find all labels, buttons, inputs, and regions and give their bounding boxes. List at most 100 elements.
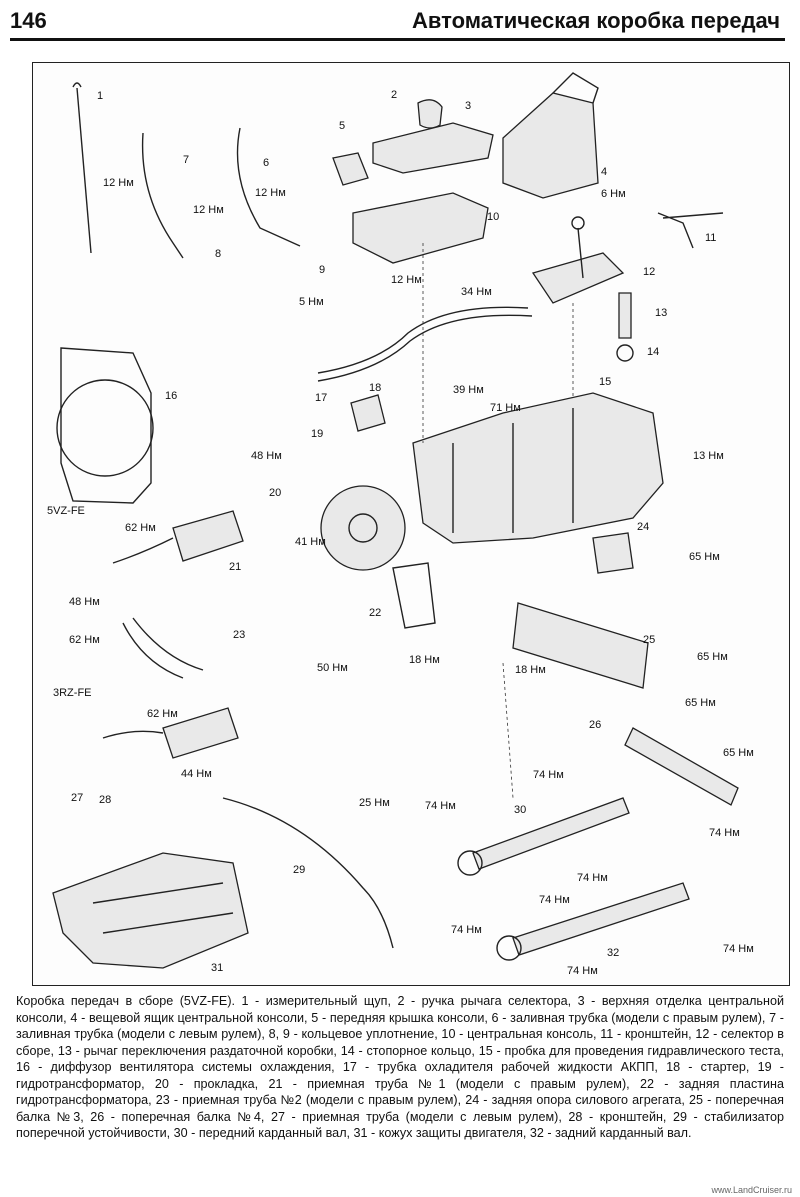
- cooler-tubes-part: [317, 306, 533, 382]
- torque-label: 39 Нм: [453, 384, 484, 396]
- console-box-part: [502, 72, 599, 199]
- callout-1: 1: [97, 90, 103, 102]
- callout-24: 24: [637, 521, 649, 533]
- watermark: www.LandCruiser.ru: [711, 1185, 792, 1195]
- torque-label: 50 Нм: [317, 662, 348, 674]
- torque-label: 74 Нм: [533, 769, 564, 781]
- torque-label: 44 Нм: [181, 768, 212, 780]
- callout-8: 8: [215, 248, 221, 260]
- console-trim-part: [372, 122, 494, 174]
- torque-label: 48 Нм: [251, 450, 282, 462]
- callout-9: 9: [319, 264, 325, 276]
- torque-label: 25 Нм: [359, 797, 390, 809]
- page-header: 146 Автоматическая коробка передач: [10, 8, 790, 38]
- callout-31: 31: [211, 962, 223, 974]
- torque-label: 12 Нм: [255, 187, 286, 199]
- back-plate-part: [392, 562, 436, 629]
- torque-label: 74 Нм: [567, 965, 598, 977]
- diagram-svg: 1 2 3 4 5 6 7 8 9 10 11 12 13 14 15 16 1…: [47, 72, 754, 977]
- callout-19: 19: [311, 428, 323, 440]
- callout-26: 26: [589, 719, 601, 731]
- torque-label: 6 Нм: [601, 188, 626, 200]
- skid-plate-part: [52, 852, 249, 969]
- callout-25: 25: [643, 634, 655, 646]
- callout-15: 15: [599, 376, 611, 388]
- torque-label: 12 Нм: [103, 177, 134, 189]
- dipstick-part: [72, 82, 92, 254]
- torque-converter-part: [320, 485, 406, 571]
- torque-label: 65 Нм: [723, 747, 754, 759]
- torque-label: 18 Нм: [515, 664, 546, 676]
- variant-labels: 5VZ-FE 3RZ-FE: [47, 505, 92, 699]
- torque-label: 65 Нм: [697, 651, 728, 663]
- callout-17: 17: [315, 392, 327, 404]
- starter-part: [350, 394, 386, 432]
- callout-29: 29: [293, 864, 305, 876]
- callout-18: 18: [369, 382, 381, 394]
- callout-6: 6: [263, 157, 269, 169]
- propeller-shafts-part: [457, 797, 690, 961]
- torque-label: 62 Нм: [147, 708, 178, 720]
- callout-32: 32: [607, 947, 619, 959]
- torque-label: 74 Нм: [577, 872, 608, 884]
- callout-3: 3: [465, 100, 471, 112]
- callout-7: 7: [183, 154, 189, 166]
- callout-27: 27: [71, 792, 83, 804]
- callout-23: 23: [233, 629, 245, 641]
- center-console-part: [352, 192, 489, 264]
- torque-label: 74 Нм: [451, 924, 482, 936]
- selector-knob-part: [417, 99, 443, 129]
- torque-label: 74 Нм: [723, 943, 754, 955]
- stabilizer-part: [222, 797, 394, 949]
- torque-label: 12 Нм: [193, 204, 224, 216]
- callout-11: 11: [705, 232, 716, 244]
- callout-14: 14: [647, 346, 659, 358]
- variant-5vz-fe: 5VZ-FE: [47, 505, 85, 517]
- callout-4: 4: [601, 166, 607, 178]
- bracket-part: [657, 212, 724, 249]
- transfer-lever-part: [616, 292, 634, 362]
- callout-12: 12: [643, 266, 655, 278]
- callouts: 1 2 3 4 5 6 7 8 9 10 11 12 13 14 15 16 1…: [71, 89, 716, 974]
- callout-21: 21: [229, 561, 241, 573]
- torque-label: 13 Нм: [693, 450, 724, 462]
- callout-30: 30: [514, 804, 526, 816]
- torque-label: 34 Нм: [461, 286, 492, 298]
- callout-10: 10: [487, 211, 499, 223]
- torque-labels: 12 Нм 12 Нм 12 Нм 6 Нм 12 Нм 5 Нм 34 Нм …: [69, 177, 754, 977]
- exhaust-pipes-part: [102, 510, 244, 759]
- torque-label: 62 Нм: [69, 634, 100, 646]
- variant-3rz-fe: 3RZ-FE: [53, 687, 92, 699]
- torque-label: 74 Нм: [539, 894, 570, 906]
- crossmembers-part: [512, 602, 739, 806]
- fan-shroud-part: [56, 347, 154, 504]
- callout-28: 28: [99, 794, 111, 806]
- callout-22: 22: [369, 607, 381, 619]
- exploded-diagram: 1 2 3 4 5 6 7 8 9 10 11 12 13 14 15 16 1…: [32, 62, 790, 986]
- torque-label: 65 Нм: [685, 697, 716, 709]
- filler-tubes-part: [141, 127, 301, 259]
- callout-13: 13: [655, 307, 667, 319]
- callout-16: 16: [165, 390, 177, 402]
- torque-label: 74 Нм: [709, 827, 740, 839]
- torque-label: 41 Нм: [295, 536, 326, 548]
- callout-20: 20: [269, 487, 281, 499]
- torque-label: 48 Нм: [69, 596, 100, 608]
- torque-label: 65 Нм: [689, 551, 720, 563]
- chapter-title: Автоматическая коробка передач: [411, 8, 780, 33]
- callout-2: 2: [391, 89, 397, 101]
- torque-label: 74 Нм: [425, 800, 456, 812]
- transmission-part: [412, 392, 664, 544]
- callout-5: 5: [339, 120, 345, 132]
- torque-label: 5 Нм: [299, 296, 324, 308]
- torque-label: 12 Нм: [391, 274, 422, 286]
- page-number: 146: [10, 8, 47, 33]
- front-cover-part: [332, 152, 369, 186]
- torque-label: 62 Нм: [125, 522, 156, 534]
- assembly-lines: [422, 243, 574, 799]
- figure-caption: Коробка передач в сборе (5VZ-FE). 1 - из…: [16, 994, 784, 1140]
- rear-mount-part: [592, 532, 634, 574]
- header-rule: [10, 38, 785, 41]
- torque-label: 18 Нм: [409, 654, 440, 666]
- selector-assembly-part: [531, 216, 625, 304]
